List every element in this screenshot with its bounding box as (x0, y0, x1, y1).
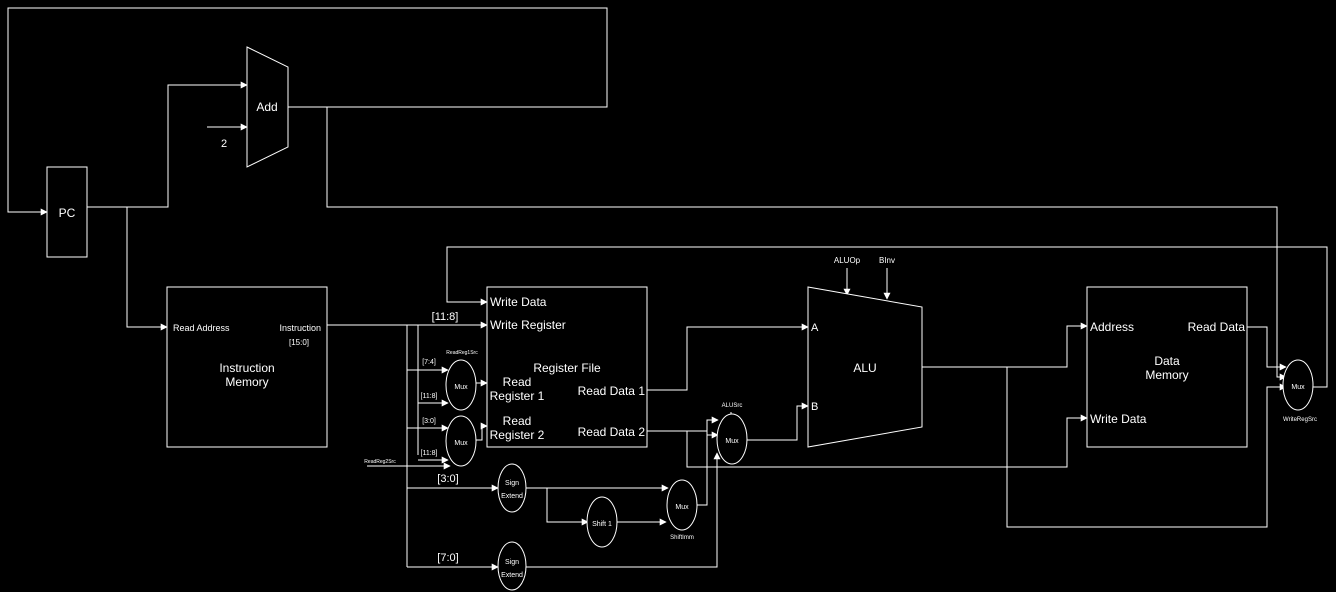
wires (7, 7, 1328, 571)
mux-read-register-1-label: Mux (454, 384, 468, 391)
mux-shiftimm-label: Mux (675, 504, 689, 511)
bits-3-0-mux2-label: [3:0] (422, 418, 436, 425)
dmem-read-data-label: Read Data (1188, 320, 1246, 334)
alu (807, 286, 923, 448)
shift-left-1-label: Shift 1 (592, 521, 612, 528)
adder-label: Add (256, 100, 277, 114)
wire-sign-extend-to-shift (546, 488, 589, 526)
aluop-label: ALUOp (834, 256, 861, 265)
rf-write-data-label: Write Data (490, 295, 547, 309)
bits-11-8-write-register-label: [11:8] (432, 311, 459, 323)
wire-writeback-to-write-data (446, 246, 1328, 388)
rf-read-register-1-line-2: Register 1 (490, 389, 545, 403)
wire-alu-to-address (922, 322, 1088, 368)
bits-7-0-sign-extend-label: [7:0] (437, 552, 458, 564)
adder (246, 46, 289, 168)
data-memory (1086, 286, 1248, 448)
sign-extend-4-bit-label-2: Extend (501, 493, 523, 500)
pc-label: PC (59, 206, 76, 220)
wire-pc-plus-2-to-writeback (326, 107, 1287, 381)
imem-title-line-1: Instruction (219, 361, 274, 375)
wire-add-to-pc (7, 7, 608, 216)
wire-read-data-2-to-write-data (686, 414, 1088, 468)
writeregsrc-label: WriteRegSrc (1283, 417, 1317, 423)
imem-instruction-label: Instruction (279, 323, 321, 333)
mux-alusrc-label: Mux (725, 438, 739, 445)
wire-shiftimm-mux-to-alusrc-mux (697, 416, 719, 506)
mux-alusrc (716, 413, 748, 465)
dmem-title-line-2: Memory (1145, 368, 1188, 382)
rf-write-register-label: Write Register (490, 318, 566, 332)
wire-read-data-1-to-alu-a (647, 323, 809, 391)
alu-input-b-label: B (811, 401, 818, 413)
shiftimm-label: ShiftImm (670, 535, 694, 541)
readreg2src-label: ReadReg2Src (364, 459, 396, 465)
dmem-address-label: Address (1090, 320, 1134, 334)
pc-register (46, 166, 88, 258)
instruction-memory (166, 286, 328, 448)
imem-title-line-2: Memory (225, 375, 268, 389)
dmem-title-line-1: Data (1154, 354, 1180, 368)
sign-extend-8-bit-label-1: Sign (505, 559, 519, 566)
wire-mux2-to-read-register-2 (476, 422, 488, 441)
alu-input-a-label: A (811, 322, 819, 334)
imem-bits-label: [15:0] (289, 338, 309, 347)
bits-11-8-mux1-label: [11:8] (421, 393, 438, 400)
sign-extend-8-bit-label-2: Extend (501, 572, 523, 579)
mux-writeregsrc-label: Mux (1291, 384, 1305, 391)
wire-alu-result-to-writeback (1006, 367, 1287, 528)
register-file (486, 286, 648, 448)
bits-3-0-sign-extend-label: [3:0] (437, 473, 458, 485)
rf-read-data-1-label: Read Data 1 (578, 384, 646, 398)
readreg1src-label: ReadReg1Src (446, 350, 478, 356)
mux-shiftimm (666, 479, 698, 531)
rf-title: Register File (533, 361, 601, 375)
rf-read-register-1-line-1: Read (503, 375, 532, 389)
binv-label: BInv (879, 256, 895, 265)
imem-read-address-label: Read Address (173, 323, 230, 333)
sign-extend-4-bit-label-1: Sign (505, 480, 519, 487)
bits-11-8-mux2-label: [11:8] (421, 450, 438, 457)
wire-alusrc-mux-to-alu-b (747, 402, 809, 441)
wire-read-data-to-writeback (1247, 326, 1287, 371)
rf-read-register-2-line-2: Register 2 (490, 428, 545, 442)
dmem-write-data-label: Write Data (1090, 412, 1147, 426)
rf-read-register-2-line-1: Read (503, 414, 532, 428)
bits-7-4-label: [7:4] (422, 359, 436, 366)
mux-read-register-2 (445, 415, 477, 467)
constant-2-label: 2 (221, 138, 227, 150)
mux-read-register-2-label: Mux (454, 440, 468, 447)
sign-extend-4-bit (497, 463, 527, 513)
sign-extend-8-bit (497, 541, 527, 591)
rf-read-data-2-label: Read Data 2 (578, 425, 646, 439)
alusrc-label: ALUSrc (722, 403, 743, 409)
wire-sign-extend-8-to-alusrc-mux (526, 452, 721, 568)
alu-label: ALU (853, 361, 876, 375)
mux-writeregsrc (1282, 359, 1314, 411)
wire-pc-to-imem (126, 207, 168, 331)
mux-read-register-1 (445, 359, 477, 411)
shift-left-1 (586, 496, 618, 548)
